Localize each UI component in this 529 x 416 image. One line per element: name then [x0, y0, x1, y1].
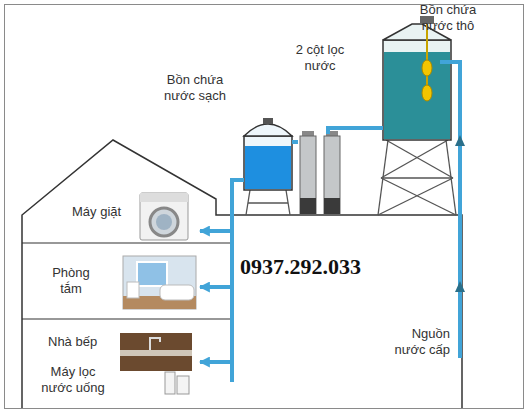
node-label: Bồn chứa nước thô — [413, 2, 483, 34]
pipe-end — [230, 360, 234, 382]
flow-arrow — [455, 281, 465, 292]
floor-line — [22, 318, 232, 319]
clean-tank-dome — [244, 124, 292, 136]
node-label: Máy lọc nước uống — [37, 364, 109, 396]
filter-base — [300, 198, 316, 214]
float — [422, 85, 432, 101]
floor-line — [22, 242, 232, 243]
control-panel — [140, 193, 188, 202]
water-pipe — [200, 180, 244, 287]
sink — [127, 282, 139, 298]
water-pipe — [200, 180, 244, 362]
clean-water — [245, 146, 291, 189]
phone-number: 0937.292.033 — [240, 254, 410, 279]
node-label: Máy giặt — [72, 204, 142, 220]
node-label: Nhà bếp — [48, 334, 118, 350]
bathtub — [160, 285, 194, 300]
float — [422, 60, 432, 76]
bathroom-window — [137, 262, 167, 286]
tank-stand — [246, 190, 290, 215]
filter-column — [324, 136, 340, 214]
laundry-room: Máy giặt — [60, 195, 200, 240]
node-label: Phòng tắm — [48, 265, 94, 297]
frame — [5, 5, 524, 409]
flow-arrow — [455, 135, 465, 146]
clean-tank-body — [244, 136, 292, 190]
node-label: 2 cột lọc nước — [289, 42, 351, 74]
bathroom-picture — [123, 256, 196, 309]
supply-pipe — [440, 62, 460, 358]
water-pipe — [292, 140, 298, 144]
raw-water-tank: Bồn chứa nước thô — [383, 40, 451, 140]
kitchen: Nhà bếpMáy lọc nước uống — [30, 330, 200, 402]
washing-machine — [140, 193, 188, 240]
raw-tank-body — [383, 40, 451, 140]
water-pipe — [200, 180, 244, 231]
faucet — [150, 338, 160, 350]
raw-water — [384, 52, 450, 139]
clean-water-tank: Bồn chứa nước sạch — [244, 124, 292, 192]
tank-cap — [263, 118, 273, 124]
water-pipe — [328, 128, 383, 134]
water-purifier — [177, 376, 189, 394]
water-purifier — [165, 372, 175, 394]
filter-columns: 2 cột lọc nước — [298, 134, 342, 214]
filter-base — [324, 198, 340, 214]
bathroom: Phòng tắm — [40, 255, 200, 317]
kitchen-counter — [120, 350, 192, 356]
machine-door — [150, 208, 178, 236]
node-label: Bồn chứa nước sạch — [160, 72, 230, 104]
machine-drum — [156, 214, 172, 230]
filter-column — [300, 136, 316, 214]
source-label: Nguồn nước cấp — [386, 326, 450, 358]
tower-frame — [378, 140, 456, 215]
kitchen-picture — [120, 333, 192, 371]
house-outline — [22, 140, 462, 408]
